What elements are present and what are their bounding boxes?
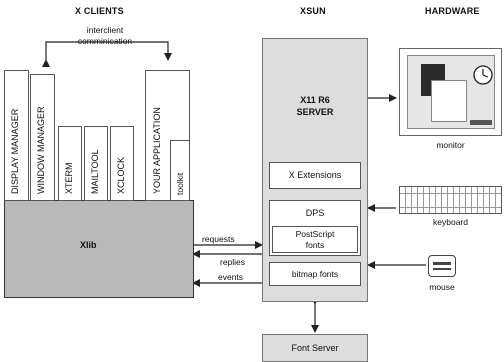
header-x-clients: X CLIENTS: [75, 6, 124, 16]
client-xterm: [58, 126, 82, 201]
mouse-buttons: [433, 262, 451, 265]
keyboard-label: keyboard: [433, 217, 468, 227]
header-xsun: XSUN: [300, 6, 326, 16]
monitor-label: monitor: [436, 140, 465, 150]
bitmap-fonts-label: bitmap fonts: [291, 269, 339, 279]
monitor-status-bar: [470, 120, 492, 125]
x-extensions-box: X Extensions: [269, 162, 361, 189]
postscript-fonts-box: PostScript fonts: [272, 226, 358, 253]
xlib-block: [4, 200, 194, 298]
mouse-label: mouse: [429, 282, 455, 292]
client-display-manager: [4, 70, 29, 201]
mouse-icon: [428, 255, 456, 277]
client-mailtool: [84, 126, 108, 201]
font-server-label: Font Server: [291, 343, 339, 353]
xlib-label: Xlib: [80, 240, 97, 250]
dps-label: DPS: [305, 208, 325, 218]
toolkit-box: [170, 140, 190, 201]
events-label: events: [218, 272, 244, 282]
server-title: X11 R6 SERVER: [262, 94, 368, 118]
keyboard-icon: [399, 186, 502, 214]
interclient-line1: interclient: [86, 25, 124, 35]
postscript-line2: fonts: [305, 240, 325, 250]
server-title-line1: X11 R6: [300, 95, 330, 105]
interclient-label: interclient comminication: [60, 25, 150, 47]
server-title-line2: SERVER: [296, 107, 334, 117]
replies-label: replies: [220, 257, 246, 267]
monitor-window-white: [431, 80, 467, 122]
client-xclock: [110, 126, 134, 201]
header-hardware: HARDWARE: [425, 6, 480, 16]
interclient-line2: comminication: [77, 36, 133, 46]
mouse-buttons-2: [433, 268, 451, 270]
requests-label: requests: [202, 234, 235, 244]
keyboard-rows: [400, 193, 501, 208]
bitmap-fonts-box: bitmap fonts: [269, 262, 361, 286]
interclient-arrow: [42, 41, 172, 67]
x-extensions-label: X Extensions: [288, 170, 342, 180]
postscript-line1: PostScript: [295, 229, 335, 239]
client-window-manager: [30, 74, 55, 201]
